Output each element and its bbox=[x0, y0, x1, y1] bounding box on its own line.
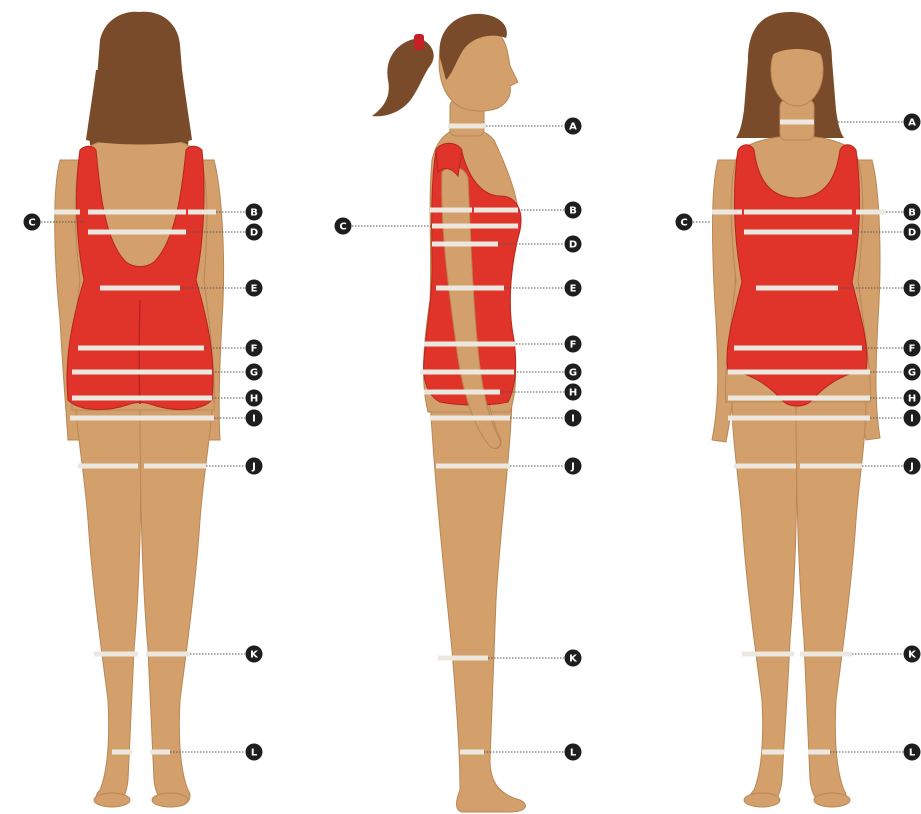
marker-label: A bbox=[908, 118, 916, 129]
front-marker-h: H bbox=[904, 390, 921, 407]
marker-label: J bbox=[251, 462, 256, 473]
marker-label: L bbox=[251, 748, 258, 759]
marker-label: C bbox=[339, 222, 346, 233]
side-marker-j: J bbox=[565, 458, 582, 475]
side-ponytail bbox=[372, 38, 434, 116]
marker-label: J bbox=[909, 462, 914, 473]
marker-label: A bbox=[569, 122, 577, 133]
side-marker-f: F bbox=[565, 336, 582, 353]
back-marker-g: G bbox=[246, 364, 263, 381]
marker-label: G bbox=[569, 368, 577, 379]
front-marker-k: K bbox=[904, 646, 921, 663]
marker-label: H bbox=[250, 394, 258, 405]
marker-label: H bbox=[908, 394, 916, 405]
marker-label: F bbox=[909, 344, 916, 355]
front-right-foot bbox=[814, 793, 850, 807]
marker-label: K bbox=[569, 654, 578, 665]
back-marker-e: E bbox=[246, 280, 263, 297]
swimsuit-seam bbox=[139, 300, 140, 404]
hair-lower bbox=[86, 70, 192, 145]
marker-label: B bbox=[569, 206, 577, 217]
side-marker-c: C bbox=[335, 218, 352, 235]
marker-label: B bbox=[908, 208, 916, 219]
back-marker-f: F bbox=[246, 340, 263, 357]
marker-label: H bbox=[569, 388, 577, 399]
marker-label: D bbox=[250, 228, 258, 239]
marker-label: E bbox=[570, 284, 577, 295]
marker-label: L bbox=[570, 748, 577, 759]
figure-side-view bbox=[372, 14, 525, 812]
marker-label: E bbox=[251, 284, 258, 295]
front-marker-c: C bbox=[676, 214, 693, 231]
side-marker-g: G bbox=[565, 364, 582, 381]
back-marker-h: H bbox=[246, 390, 263, 407]
front-marker-b: B bbox=[904, 204, 921, 221]
front-marker-i: I bbox=[904, 410, 921, 427]
marker-label: F bbox=[251, 344, 258, 355]
left-foot bbox=[94, 793, 130, 807]
left-leg bbox=[76, 410, 141, 806]
side-marker-h: H bbox=[565, 384, 582, 401]
side-marker-i: I bbox=[565, 410, 582, 427]
front-marker-l: L bbox=[904, 744, 921, 761]
side-marker-l: L bbox=[565, 744, 582, 761]
marker-label: I bbox=[252, 414, 256, 425]
marker-label: K bbox=[250, 650, 259, 661]
back-marker-d: D bbox=[246, 224, 263, 241]
back-marker-c: C bbox=[24, 214, 41, 231]
marker-label: B bbox=[250, 208, 258, 219]
front-marker-d: D bbox=[904, 224, 921, 241]
back-marker-l: L bbox=[246, 744, 263, 761]
side-marker-a: A bbox=[565, 118, 582, 135]
marker-label: D bbox=[569, 240, 577, 251]
right-leg bbox=[140, 410, 212, 806]
marker-label: K bbox=[908, 650, 917, 661]
marker-label: C bbox=[680, 218, 687, 229]
figure-front-view bbox=[712, 12, 880, 807]
front-left-leg bbox=[732, 400, 797, 806]
marker-label: G bbox=[250, 368, 258, 379]
marker-label: I bbox=[910, 414, 914, 425]
marker-label: I bbox=[571, 414, 575, 425]
marker-label: C bbox=[28, 218, 35, 229]
front-right-leg bbox=[796, 400, 866, 806]
figure-back-view bbox=[55, 12, 224, 807]
front-marker-a: A bbox=[904, 114, 921, 131]
front-marker-j: J bbox=[904, 458, 921, 475]
front-marker-g: G bbox=[904, 364, 921, 381]
front-left-foot bbox=[744, 793, 780, 807]
side-marker-e: E bbox=[565, 280, 582, 297]
marker-label: L bbox=[909, 748, 916, 759]
back-marker-b: B bbox=[246, 204, 263, 221]
marker-label: F bbox=[570, 340, 577, 351]
marker-label: J bbox=[570, 462, 575, 473]
hair-tie bbox=[414, 34, 424, 50]
back-marker-j: J bbox=[246, 458, 263, 475]
front-marker-e: E bbox=[904, 280, 921, 297]
side-marker-k: K bbox=[565, 650, 582, 667]
side-marker-d: D bbox=[565, 236, 582, 253]
marker-label: G bbox=[908, 368, 916, 379]
front-marker-f: F bbox=[904, 340, 921, 357]
right-foot bbox=[152, 793, 188, 807]
back-marker-k: K bbox=[246, 646, 263, 663]
marker-label: E bbox=[909, 284, 916, 295]
side-marker-b: B bbox=[565, 202, 582, 219]
back-marker-i: I bbox=[246, 410, 263, 427]
marker-label: D bbox=[908, 228, 916, 239]
